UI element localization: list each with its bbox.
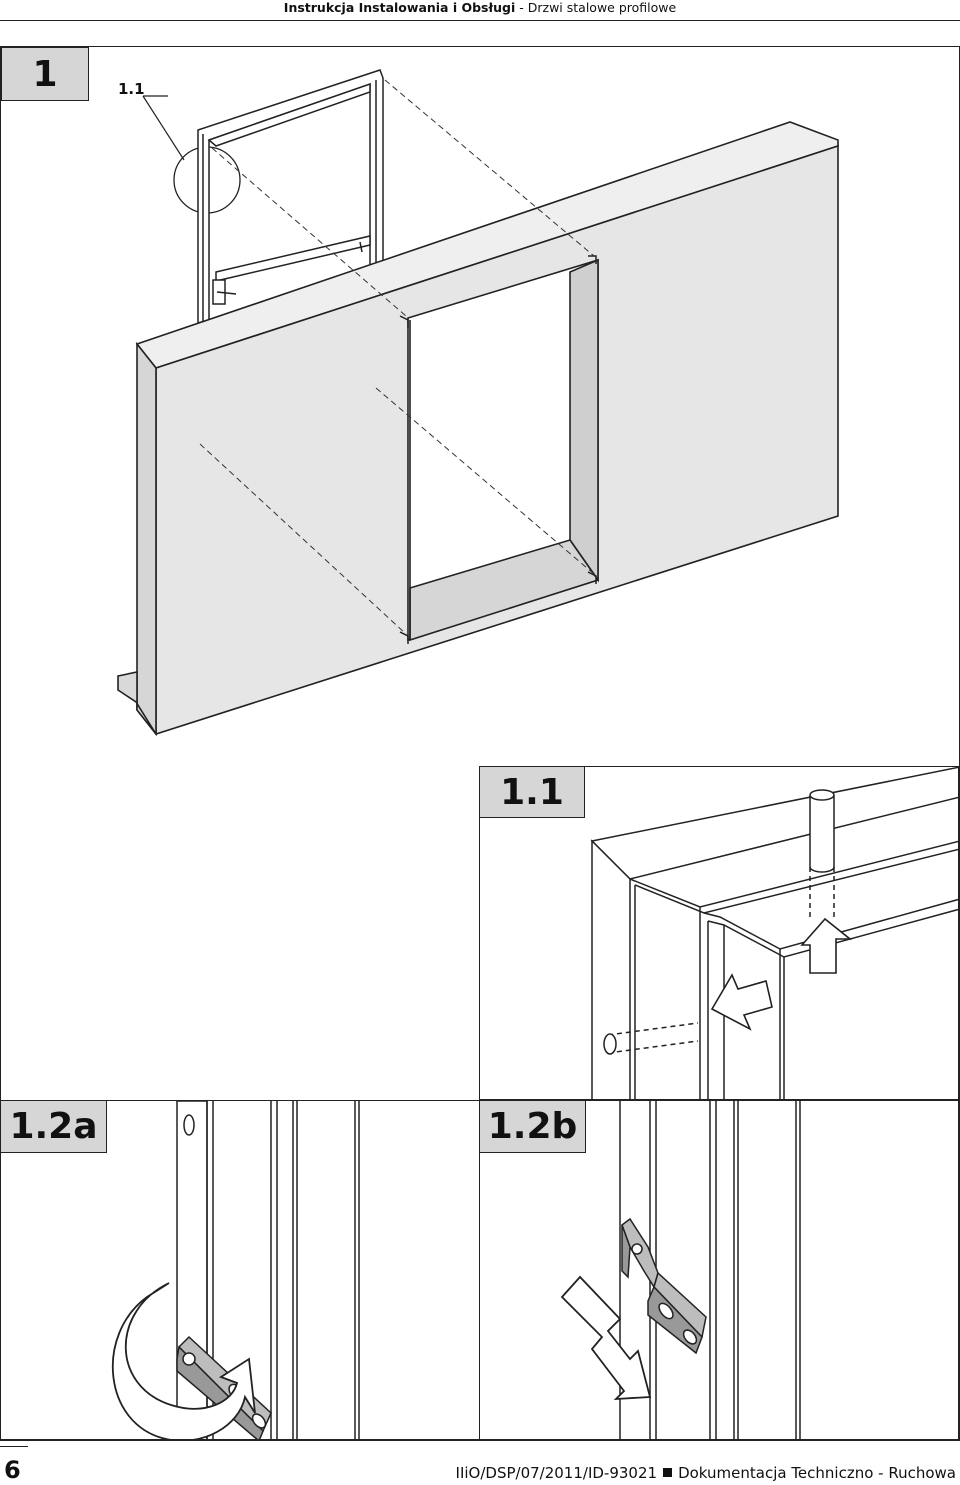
header-divider bbox=[0, 20, 960, 21]
wall-installation-illustration bbox=[117, 69, 839, 737]
footer-doc-desc: Dokumentacja Techniczno - Ruchowa bbox=[678, 1464, 956, 1482]
rotate-arrow-icon bbox=[111, 1282, 256, 1439]
wall-drawing bbox=[117, 121, 839, 737]
panel-1-1 bbox=[479, 766, 959, 1100]
step-label-1: 1 bbox=[1, 47, 89, 101]
insert-arrow-icon bbox=[560, 1275, 652, 1401]
square-bullet-icon bbox=[663, 1468, 673, 1477]
anchor-rotation-detail bbox=[111, 1101, 360, 1439]
panel-1-2b-label: 1.2b bbox=[479, 1100, 586, 1153]
panel-1-1-label-text: 1.1 bbox=[500, 771, 564, 813]
header-title-bold: Instrukcja Instalowania i Obsługi bbox=[283, 0, 516, 15]
anchor-insert-detail bbox=[560, 1101, 801, 1439]
door-frame-drawing bbox=[197, 69, 384, 324]
panel-1-2a-label-text: 1.2a bbox=[9, 1106, 98, 1147]
panel-1-2b-label-text: 1.2b bbox=[487, 1106, 578, 1147]
footer-divider bbox=[0, 1446, 28, 1447]
footer-doc-id: IIiO/DSP/07/2011/ID-93021 bbox=[455, 1464, 658, 1482]
panel-1-2b bbox=[479, 1100, 959, 1440]
frame-corner-detail bbox=[590, 767, 958, 1099]
panel-1-2a bbox=[0, 1100, 480, 1440]
header-title-rest: Drzwi stalowe profilowe bbox=[527, 0, 677, 15]
panel-1-2a-label: 1.2a bbox=[0, 1100, 107, 1153]
step-label-1-text: 1 bbox=[32, 53, 58, 95]
panel-1-1-label: 1.1 bbox=[479, 766, 585, 818]
header-separator: - bbox=[515, 0, 528, 15]
alignment-lines bbox=[199, 79, 595, 635]
detail-caption: 1.1 bbox=[118, 80, 145, 98]
page-number: 6 bbox=[4, 1456, 21, 1484]
footer-doc-info: IIiO/DSP/07/2011/ID-93021 Dokumentacja Te… bbox=[456, 1464, 956, 1482]
page-header: Instrukcja Instalowania i Obsługi - Drzw… bbox=[0, 0, 960, 20]
